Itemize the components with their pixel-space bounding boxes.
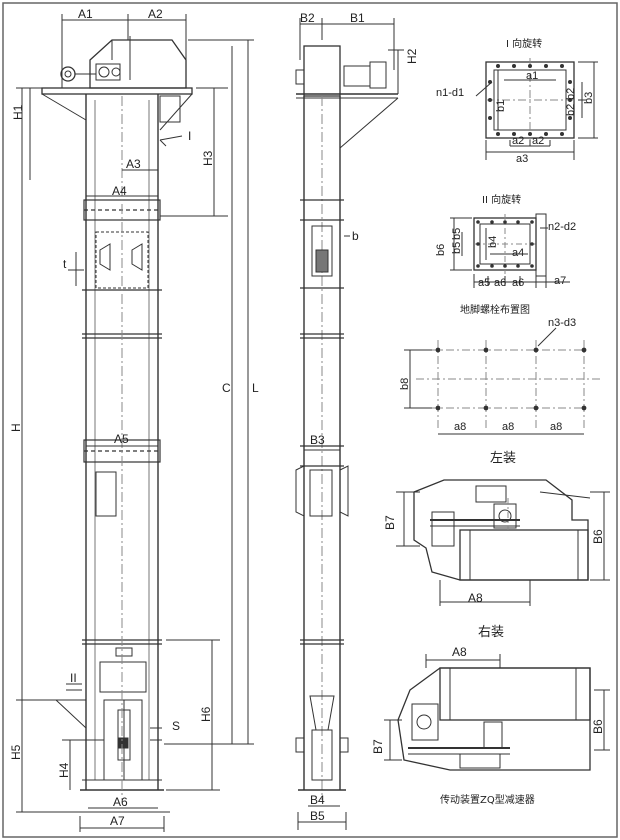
label-a8-3: a8 bbox=[550, 421, 563, 433]
label-b1: b1 bbox=[495, 99, 507, 112]
label-H6: H6 bbox=[199, 706, 213, 722]
label-b2-top: b2 bbox=[565, 87, 577, 100]
label-b2-bottom: b2 bbox=[565, 103, 577, 116]
label-C: C bbox=[222, 381, 231, 395]
label-L: L bbox=[252, 381, 259, 395]
label-a8-1: a8 bbox=[454, 421, 467, 433]
label-A3: A3 bbox=[126, 157, 141, 171]
section-II-view bbox=[450, 213, 570, 288]
section-I-view bbox=[475, 58, 598, 160]
right-install-view bbox=[384, 654, 610, 771]
label-n1-d1: n1-d1 bbox=[436, 87, 465, 99]
label-B4: B4 bbox=[310, 793, 325, 807]
section-II-title: II 向旋转 bbox=[482, 195, 522, 206]
label-A7: A7 bbox=[110, 814, 125, 828]
label-S: S bbox=[172, 719, 181, 733]
anchor-layout-title: 地脚螺栓布置图 bbox=[460, 305, 530, 316]
drive-caption: 传动装置ZQ型减速器 bbox=[440, 795, 535, 806]
label-I-view: I bbox=[188, 129, 192, 143]
label-H2: H2 bbox=[405, 48, 419, 64]
label-b5-top: b5 bbox=[451, 241, 463, 254]
label-a1: a1 bbox=[526, 70, 539, 82]
label-A4: A4 bbox=[112, 184, 127, 198]
label-n2-d2: n2-d2 bbox=[548, 221, 577, 233]
label-B3: B3 bbox=[310, 433, 325, 447]
label-right-B6: B6 bbox=[591, 719, 605, 734]
anchor-bolt-layout bbox=[404, 327, 600, 435]
label-a2-right: a2 bbox=[532, 135, 545, 147]
label-b3: b3 bbox=[583, 91, 595, 104]
label-H1: H1 bbox=[11, 104, 25, 120]
label-a5: a5 bbox=[478, 277, 491, 289]
side-view bbox=[295, 18, 404, 830]
label-A6: A6 bbox=[113, 795, 128, 809]
label-b5-bottom: b5 bbox=[451, 227, 463, 240]
label-right-A8: A8 bbox=[452, 645, 467, 659]
label-II-view: II bbox=[70, 671, 77, 685]
label-left-B6: B6 bbox=[591, 529, 605, 544]
label-a8-2: a8 bbox=[502, 421, 515, 433]
label-H4: H4 bbox=[57, 762, 71, 778]
label-n3-d3: n3-d3 bbox=[548, 317, 577, 329]
section-I-title: I 向旋转 bbox=[506, 39, 543, 50]
label-H: H bbox=[9, 423, 23, 432]
label-a2-left: a2 bbox=[512, 135, 525, 147]
label-left-A8: A8 bbox=[468, 591, 483, 605]
label-b: b bbox=[352, 229, 359, 243]
label-A2: A2 bbox=[148, 7, 163, 21]
label-A5: A5 bbox=[114, 432, 129, 446]
label-a3: a3 bbox=[516, 153, 529, 165]
label-a6-right: a6 bbox=[512, 277, 525, 289]
left-install-view bbox=[396, 479, 610, 606]
label-a4: a4 bbox=[512, 247, 525, 259]
label-B2: B2 bbox=[300, 11, 315, 25]
label-t: t bbox=[63, 257, 67, 271]
label-H3: H3 bbox=[201, 150, 215, 166]
label-b4: b4 bbox=[487, 235, 499, 248]
label-right-B7: B7 bbox=[371, 739, 385, 754]
label-b6: b6 bbox=[435, 243, 447, 256]
label-left-B7: B7 bbox=[383, 515, 397, 530]
left-install-title: 左装 bbox=[490, 451, 517, 466]
label-b8: b8 bbox=[399, 377, 411, 390]
right-install-title: 右装 bbox=[478, 625, 505, 640]
front-view bbox=[16, 14, 254, 832]
label-B5: B5 bbox=[310, 809, 325, 823]
label-a6-left: a6 bbox=[494, 277, 507, 289]
label-H5: H5 bbox=[9, 744, 23, 760]
label-B1: B1 bbox=[350, 11, 365, 25]
label-a7: a7 bbox=[554, 275, 567, 287]
label-A1: A1 bbox=[78, 7, 93, 21]
